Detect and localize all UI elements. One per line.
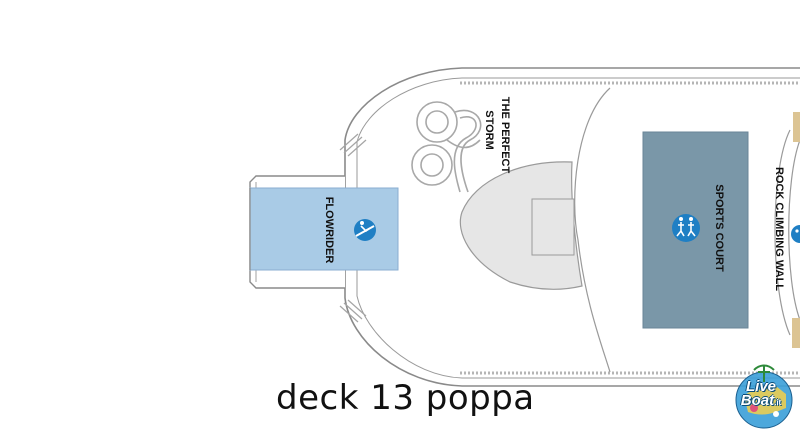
logo-tld: .it <box>774 398 782 407</box>
rock-wall-left-curve <box>774 129 791 336</box>
lounge-bar <box>531 198 575 256</box>
globe-icon <box>735 364 793 429</box>
perfect-storm-label-line2: STORM <box>483 110 495 150</box>
logo-word-boat: Boat <box>740 392 775 409</box>
central-lounge <box>459 161 583 290</box>
rock-wall-tan-top <box>793 112 800 142</box>
water-slides <box>411 101 482 193</box>
flowrider-label: FLOWRIDER <box>323 197 335 264</box>
hull-outer <box>344 67 800 387</box>
deck-caption: deck 13 poppa <box>276 378 535 418</box>
sports-court-label: SPORTS COURT <box>713 184 725 272</box>
surfer-icon <box>354 219 376 241</box>
rock-wall-tan-bottom <box>792 318 800 348</box>
hull-inner <box>356 77 800 379</box>
logo-word-live: Live <box>745 378 776 395</box>
perfect-storm-label-line1: THE PERFECT <box>499 97 511 174</box>
logo-text: Live Boat.it <box>724 378 798 410</box>
liveboat-logo: Live Boat.it <box>724 356 798 436</box>
rock-climbing-wall-label: ROCK CLIMBING WALL <box>773 167 785 291</box>
stairs-top <box>339 133 367 157</box>
deck-divider-curve <box>574 87 611 373</box>
basketball-players-icon <box>672 214 700 242</box>
rock-wall-right-curve <box>788 139 800 321</box>
climber-icon <box>791 225 800 243</box>
stairs-bottom <box>339 299 367 323</box>
